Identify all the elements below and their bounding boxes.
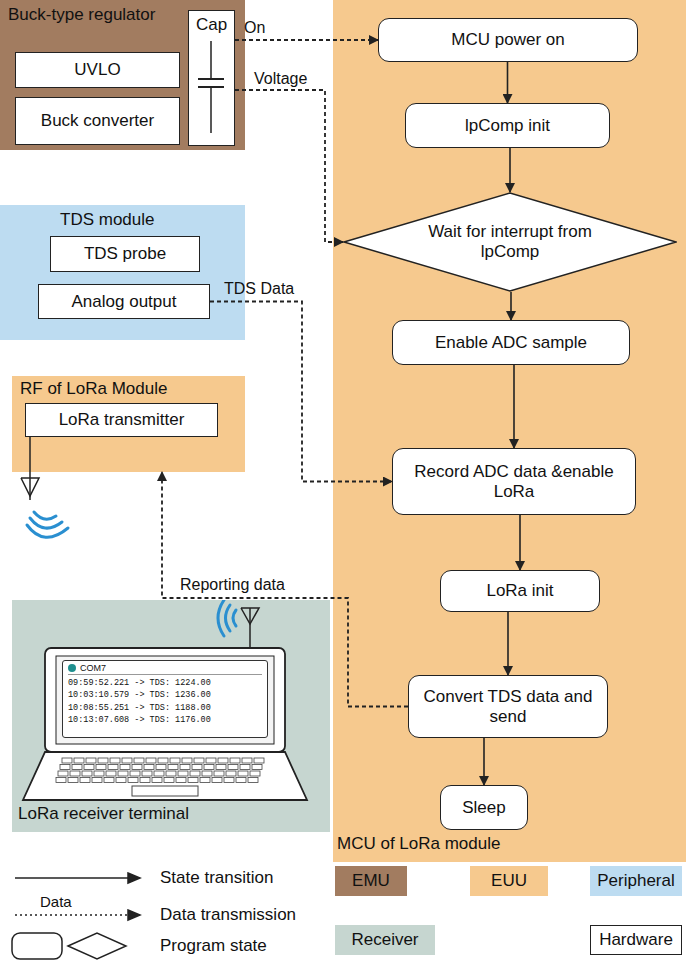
region-panel: RF of LoRa ModuleLoRa transmitter: [12, 376, 245, 472]
process-box: Convert TDS data and send: [408, 675, 608, 738]
box-label: Enable ADC sample: [435, 333, 587, 353]
process-box: Record ADC data &enable LoRa: [392, 448, 636, 515]
box-label: MCU power on: [451, 30, 564, 50]
legend-text: Peripheral: [597, 871, 675, 891]
rf-wifi: [27, 512, 68, 537]
legend-text: EUU: [491, 871, 527, 891]
capacitor-box: Cap: [188, 10, 235, 146]
region-panel: Buck-type regulatorUVLO Buck converter Cap: [0, 0, 245, 150]
box-label: Buck converter: [41, 111, 154, 131]
panel-title: Buck-type regulator: [8, 5, 155, 25]
edge-label: Reporting data: [180, 576, 285, 594]
region-panel: TDS moduleTDS probeAnalog output: [0, 205, 245, 340]
legend-text: Receiver: [351, 930, 418, 950]
region-panel: MCU of LoRa module MCU power on lpComp ini…: [333, 0, 686, 862]
hardware-box: Buck converter: [15, 97, 180, 145]
panel-title: RF of LoRa Module: [20, 379, 167, 399]
legend-swatch: Peripheral: [590, 866, 682, 896]
legend-text: State transition: [160, 868, 273, 888]
capacitor-symbol: [189, 41, 233, 141]
rf-antenna: [21, 437, 39, 500]
edge-label: TDS Data: [224, 280, 294, 298]
state-arrow: [483, 738, 485, 785]
line-sample-label: Data: [40, 893, 72, 910]
wifi-waves: [218, 600, 236, 636]
legend-text: Program state: [160, 936, 267, 956]
data-arrow: [210, 302, 392, 482]
process-box: lpComp init: [405, 103, 610, 148]
legend-swatch: Receiver: [335, 925, 435, 955]
region-panel: LoRa receiver terminal COM7 09:59:52.221 -…: [12, 600, 330, 832]
box-label: Record ADC data &enable LoRa: [401, 462, 627, 501]
keyboard-keys: [56, 758, 264, 783]
window-title: COM7: [80, 663, 106, 673]
legend-text: EMU: [352, 871, 390, 891]
state-arrow: [509, 148, 511, 192]
legend-swatch: Hardware: [590, 925, 682, 955]
window-title-bar: COM7: [68, 663, 262, 675]
box-label: LoRa transmitter: [59, 410, 185, 430]
panel-title: LoRa receiver terminal: [18, 804, 189, 824]
diamond-text-wrap: Wait for interrupt from lpComp: [343, 192, 677, 292]
serial-monitor-window: COM7 09:59:52.221 -> TDS: 1224.0010:03:10…: [62, 660, 268, 738]
state-arrow: [510, 292, 512, 320]
legend-swatch: EMU: [335, 866, 407, 896]
panel-title: TDS module: [60, 210, 154, 230]
legend-text: Hardware: [599, 930, 673, 950]
hardware-box: TDS probe: [50, 236, 200, 272]
box-label: TDS probe: [84, 244, 166, 264]
box-label: LoRa init: [486, 581, 553, 601]
edge-label: Voltage: [254, 70, 307, 88]
data-arrow: [235, 39, 378, 41]
state-arrow: [519, 515, 521, 570]
process-box: LoRa init: [440, 570, 600, 612]
process-box: Enable ADC sample: [392, 320, 630, 365]
hardware-box: LoRa transmitter: [25, 403, 218, 437]
box-label: UVLO: [74, 60, 120, 80]
state-arrow: [513, 365, 515, 448]
decision-diamond: Wait for interrupt from lpComp: [343, 192, 677, 292]
legend-swatch: EUU: [470, 866, 548, 896]
state-arrow: [507, 62, 509, 103]
data-arrow: [162, 472, 408, 707]
serial-line: 10:13:07.608 -> TDS: 1176.00: [68, 714, 262, 726]
legend-samples: [12, 873, 140, 959]
serial-line: 10:08:55.251 -> TDS: 1188.00: [68, 702, 262, 714]
process-box: Sleep: [440, 785, 528, 830]
box-label: Analog output: [72, 292, 177, 312]
serial-line: 09:59:52.221 -> TDS: 1224.00: [68, 677, 262, 689]
box-label: Convert TDS data and send: [417, 687, 599, 726]
panel-title: MCU of LoRa module: [337, 834, 500, 854]
state-arrow: [507, 612, 509, 675]
box-label: lpComp init: [465, 116, 550, 136]
process-box: MCU power on: [378, 18, 638, 62]
box-label: Sleep: [462, 798, 505, 818]
legend-text: Data transmission: [160, 905, 296, 925]
decision-text: Wait for interrupt from lpComp: [415, 222, 605, 263]
hardware-box: UVLO: [15, 52, 180, 88]
hardware-box: Analog output: [38, 284, 210, 319]
serial-line: 10:03:10.579 -> TDS: 1236.00: [68, 689, 262, 701]
data-arrow: [235, 90, 343, 242]
edge-label: On: [244, 19, 265, 37]
app-icon: [68, 664, 76, 672]
box-label: Cap: [196, 15, 227, 35]
